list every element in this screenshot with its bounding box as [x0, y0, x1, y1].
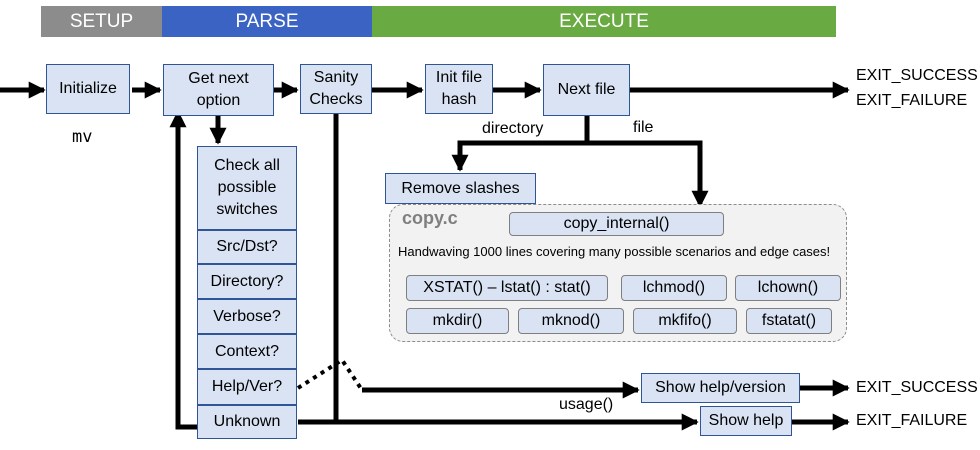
- show-help-box: Show help: [700, 406, 792, 436]
- directory-branch-label: directory: [482, 120, 544, 137]
- check-switches-box: Check all possible switches: [197, 146, 297, 230]
- call-lchmod: lchmod(): [621, 275, 727, 301]
- exit-success-help: EXIT_SUCCESS: [856, 379, 978, 396]
- option-help-ver: Help/Ver?: [197, 369, 297, 405]
- option-verbose: Verbose?: [197, 299, 297, 334]
- remove-slashes-box: Remove slashes: [385, 173, 536, 204]
- file-branch-label: file: [633, 119, 654, 136]
- call-xstat: XSTAT() – lstat() : stat(): [406, 275, 608, 301]
- init-file-hash-step: Init file hash: [425, 64, 493, 114]
- exit-failure-main: EXIT_FAILURE: [856, 92, 968, 109]
- usage-label: usage(): [559, 396, 614, 413]
- phase-parse: PARSE: [162, 6, 372, 37]
- option-context: Context?: [197, 334, 297, 369]
- copy-title: copy.c: [402, 208, 458, 228]
- copy-description: Handwaving 1000 lines covering many poss…: [398, 244, 831, 259]
- program-name: mv: [72, 127, 93, 147]
- get-next-option-step: Get next option: [163, 64, 274, 116]
- copy-internal-box: copy_internal(): [509, 212, 724, 236]
- call-fstatat: fstatat(): [746, 308, 832, 334]
- phase-execute: EXECUTE: [372, 6, 836, 37]
- phase-setup: SETUP: [41, 6, 162, 37]
- call-mkfifo: mkfifo(): [633, 308, 737, 334]
- call-lchown: lchown(): [735, 275, 841, 301]
- option-directory: Directory?: [197, 264, 297, 299]
- initialize-step: Initialize: [46, 64, 130, 114]
- arrow-unknown-loop: [169, 110, 197, 430]
- show-help-version-box: Show help/version: [641, 373, 800, 403]
- dotted-help-path: [296, 357, 364, 392]
- call-mknod: mknod(): [518, 308, 624, 334]
- exit-failure-help: EXIT_FAILURE: [856, 412, 968, 429]
- arrow-directory-branch: [451, 140, 587, 172]
- exit-success-main: EXIT_SUCCESS: [856, 67, 978, 84]
- call-mkdir: mkdir(): [406, 308, 509, 334]
- sanity-checks-step: Sanity Checks: [300, 64, 372, 114]
- option-unknown: Unknown: [197, 405, 297, 439]
- option-src-dst: Src/Dst?: [197, 230, 297, 264]
- next-file-step: Next file: [543, 64, 630, 116]
- arrow-file-branch: [587, 140, 709, 208]
